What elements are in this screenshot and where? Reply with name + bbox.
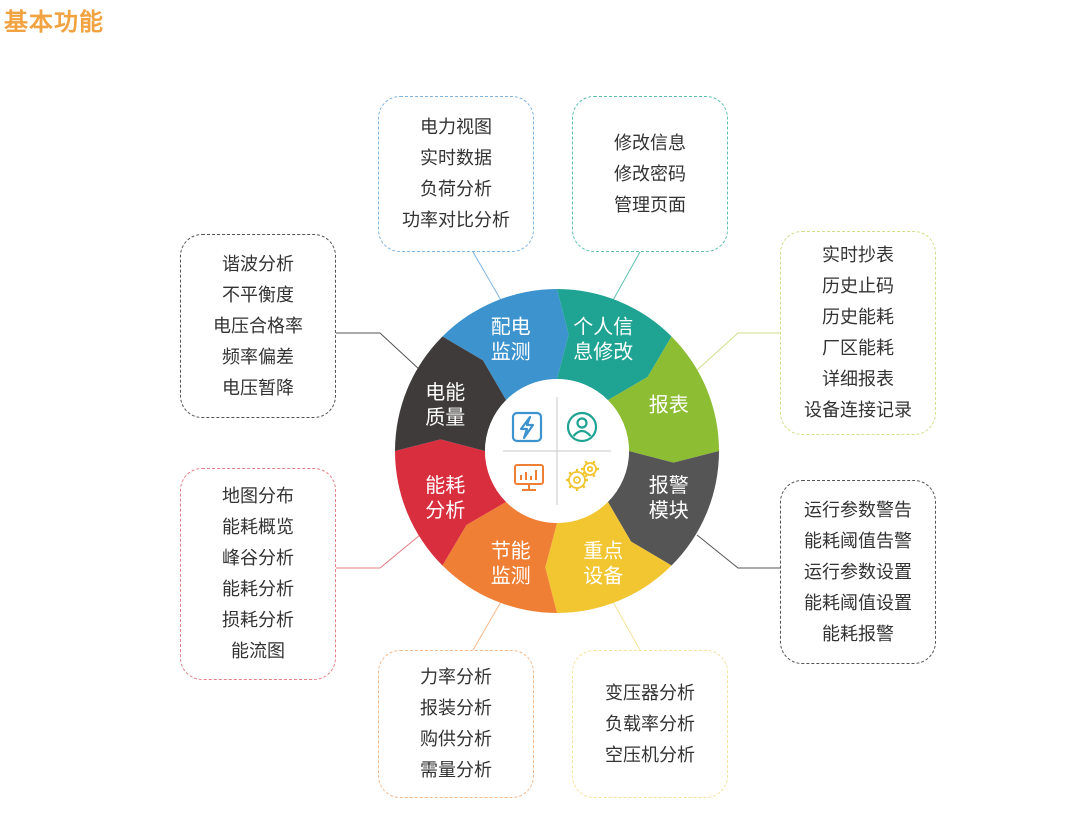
connector-energy-analysis — [336, 534, 421, 569]
box-item[interactable]: 负荷分析 — [420, 179, 492, 200]
connector-power-monitor — [472, 251, 503, 303]
connector-report — [696, 332, 780, 371]
box-item[interactable]: 运行参数设置 — [804, 561, 912, 583]
box-report: 实时抄表 历史止码 历史能耗 厂区能耗 详细报表 设备连接记录 — [780, 231, 936, 435]
box-item[interactable]: 修改信息 — [614, 132, 686, 154]
segment-energy-analysis[interactable] — [395, 439, 507, 566]
box-item[interactable]: 损耗分析 — [222, 610, 294, 631]
box-item[interactable]: 负载率分析 — [605, 713, 695, 735]
box-item[interactable]: 实时数据 — [420, 148, 492, 169]
box-item[interactable]: 能流图 — [231, 641, 285, 662]
user-icon — [566, 411, 598, 443]
box-item[interactable]: 管理页面 — [614, 194, 686, 216]
gear-tooth — [568, 471, 573, 476]
box-item[interactable]: 频率偏差 — [222, 346, 294, 368]
segment-key-equipment[interactable] — [545, 501, 672, 613]
segment-label-personal-info: 息修改 — [573, 340, 633, 364]
box-item[interactable]: 力率分析 — [420, 667, 492, 688]
connector-personal-info — [611, 251, 641, 303]
segment-alarm[interactable] — [607, 451, 719, 566]
box-item[interactable]: 功率对比分析 — [402, 210, 510, 231]
box-item[interactable]: 不平衡度 — [222, 284, 294, 306]
box-item[interactable]: 厂区能耗 — [822, 338, 894, 359]
box-power-monitor: 电力视图 实时数据 负荷分析 功率对比分析 — [378, 96, 534, 252]
box-personal-info: 修改信息 修改密码 管理页面 — [572, 96, 728, 252]
box-item[interactable]: 实时抄表 — [822, 245, 894, 266]
box-item[interactable]: 能耗概览 — [222, 517, 294, 538]
gear-tooth — [581, 484, 586, 489]
box-item[interactable]: 地图分布 — [222, 486, 294, 507]
gear-tooth — [568, 484, 573, 489]
box-item[interactable]: 电力视图 — [420, 117, 492, 138]
segment-power-monitor[interactable] — [442, 289, 569, 401]
segment-label-power-monitor: 配电 — [491, 315, 531, 339]
box-item[interactable]: 谐波分析 — [222, 253, 294, 275]
box-item[interactable]: 峰谷分析 — [222, 548, 294, 569]
segment-label-power-quality: 质量 — [425, 405, 465, 429]
box-item[interactable]: 电压合格率 — [213, 315, 303, 337]
box-item[interactable]: 运行参数警告 — [804, 499, 912, 521]
box-item[interactable]: 能耗报警 — [822, 623, 894, 645]
connector-lines — [336, 251, 780, 651]
box-item[interactable]: 历史能耗 — [822, 307, 894, 328]
box-item[interactable]: 购供分析 — [420, 729, 492, 750]
segment-energy-saving[interactable] — [442, 501, 557, 613]
lightning-icon — [511, 411, 543, 443]
box-alarm: 运行参数警告 能耗阈值告警 运行参数设置 能耗阈值设置 能耗报警 — [780, 480, 936, 664]
segment-label-energy-analysis: 能耗 — [425, 473, 465, 497]
segment-label-power-quality: 电能 — [425, 380, 465, 404]
box-item[interactable]: 详细报表 — [822, 369, 894, 390]
wheel-segments — [395, 289, 719, 613]
segment-report[interactable] — [607, 336, 719, 463]
segment-label-key-equipment: 重点 — [583, 538, 623, 562]
gear-tooth — [591, 460, 596, 465]
box-item[interactable]: 变压器分析 — [605, 682, 695, 704]
segment-power-quality[interactable] — [395, 336, 507, 451]
box-item[interactable]: 设备连接记录 — [804, 400, 912, 421]
box-item[interactable]: 能耗阈值设置 — [804, 592, 912, 614]
box-item[interactable]: 能耗分析 — [222, 579, 294, 600]
connector-energy-saving — [472, 599, 503, 651]
gear-tooth — [584, 473, 589, 478]
box-energy-saving: 力率分析 报装分析 购供分析 需量分析 — [378, 650, 534, 798]
segment-label-alarm: 模块 — [649, 498, 689, 522]
segment-label-key-equipment: 设备 — [583, 563, 623, 587]
gear-tooth — [591, 473, 596, 478]
box-item[interactable]: 修改密码 — [614, 163, 686, 185]
box-power-quality: 谐波分析 不平衡度 电压合格率 频率偏差 电压暂降 — [180, 234, 336, 418]
segment-label-alarm: 报警 — [649, 473, 689, 497]
gear-tooth — [581, 471, 586, 476]
box-item[interactable]: 能耗阈值告警 — [804, 530, 912, 552]
box-item[interactable]: 需量分析 — [420, 760, 492, 781]
segment-label-report: 报表 — [649, 393, 689, 417]
segment-label-personal-info: 个人信 — [573, 315, 633, 339]
connector-power-quality — [336, 332, 421, 371]
page-title: 基本功能 — [4, 8, 104, 36]
box-item[interactable]: 报装分析 — [420, 698, 492, 719]
box-item[interactable]: 历史止码 — [822, 276, 894, 297]
connector-alarm — [696, 534, 780, 569]
box-energy-analysis: 地图分布 能耗概览 峰谷分析 能耗分析 损耗分析 能流图 — [180, 468, 336, 680]
connector-key-equipment — [611, 599, 641, 651]
segment-label-energy-saving: 节能 — [491, 538, 531, 562]
segment-personal-info[interactable] — [557, 289, 672, 401]
gears-icon — [566, 460, 599, 491]
box-item[interactable]: 空压机分析 — [605, 744, 695, 766]
box-key-equipment: 变压器分析 负载率分析 空压机分析 — [572, 650, 728, 798]
gear-tooth — [584, 460, 589, 465]
segment-label-energy-saving: 监测 — [491, 563, 531, 587]
segment-label-energy-analysis: 分析 — [425, 498, 465, 522]
chart-monitor-icon — [514, 464, 544, 491]
box-item[interactable]: 电压暂降 — [222, 377, 294, 399]
segment-label-power-monitor: 监测 — [491, 340, 531, 364]
